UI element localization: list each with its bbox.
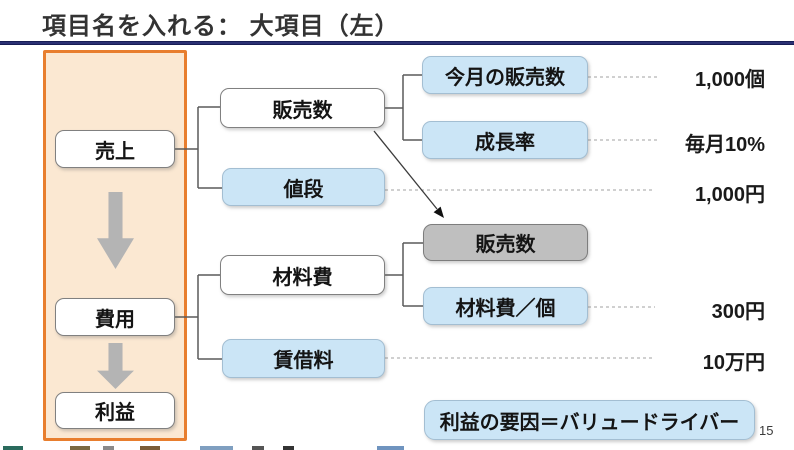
node-rent: 賃借料 (222, 339, 385, 378)
node-cost: 費用 (55, 298, 175, 336)
node-price: 値段 (222, 168, 385, 206)
node-sales-volume-ref: 販売数 (423, 224, 588, 261)
value-monthly-sales: 1,000個 (694, 69, 765, 91)
node-sales-volume: 販売数 (220, 88, 385, 128)
slide-title: 項目名を入れる： 大項目（左） (42, 13, 400, 40)
callout-value-driver: 利益の要因＝バリュードライバー (424, 400, 755, 440)
node-sales: 売上 (55, 130, 175, 168)
bottom-clipped-content (140, 446, 160, 450)
bottom-clipped-content (377, 446, 404, 450)
node-material-cost-per-unit: 材料費／個 (423, 287, 588, 325)
value-material-cost-per-unit: 300円 (711, 301, 765, 323)
node-growth-rate: 成長率 (422, 121, 588, 159)
bottom-clipped-content (200, 446, 233, 450)
node-monthly-sales: 今月の販売数 (422, 56, 588, 94)
value-price: 1,000円 (694, 184, 765, 206)
node-material-cost: 材料費 (220, 255, 385, 295)
page-number: 15 (759, 423, 774, 438)
node-profit: 利益 (55, 392, 175, 429)
value-rent: 10万円 (702, 352, 765, 374)
bottom-clipped-content (252, 446, 264, 450)
bottom-clipped-content (70, 446, 90, 450)
bottom-clipped-content (103, 446, 114, 450)
bottom-clipped-content (3, 446, 23, 450)
title-divider (0, 41, 794, 45)
value-growth-rate: 毎月10% (684, 134, 765, 156)
bottom-clipped-content (283, 446, 294, 450)
